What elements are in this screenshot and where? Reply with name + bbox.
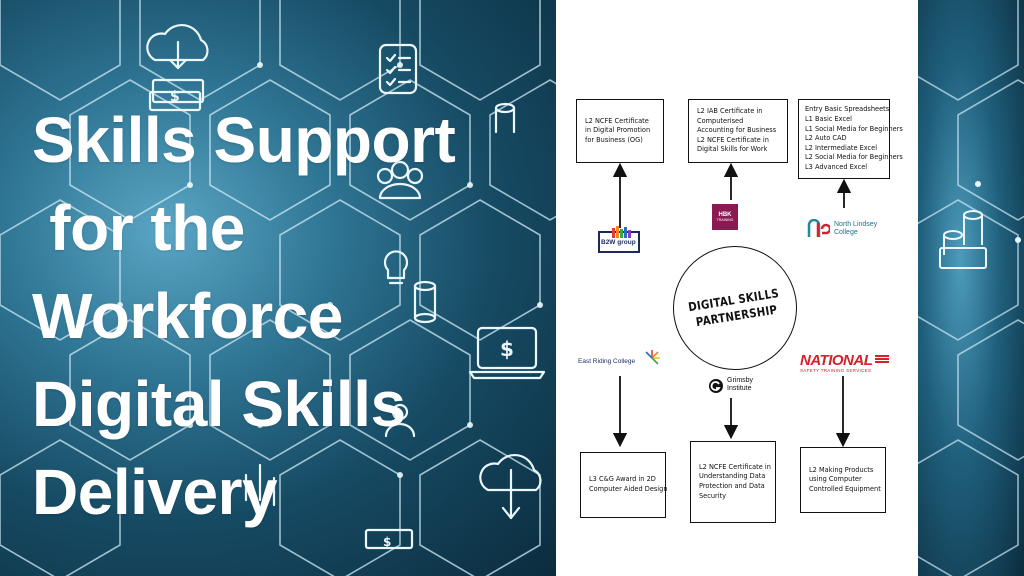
title-line: Digital Skills bbox=[32, 368, 406, 440]
svg-text:$: $ bbox=[170, 89, 180, 105]
side-background bbox=[918, 0, 1024, 576]
hbk-training-logo: HBK TRAINING bbox=[712, 204, 738, 230]
grimsby-institute-logo: Grimsby Institute bbox=[708, 376, 768, 396]
svg-text:$: $ bbox=[383, 535, 391, 549]
title-line: Delivery bbox=[32, 456, 278, 528]
page-title: Skills Support for the Workforce Digital… bbox=[32, 96, 532, 536]
lightbulb-icon bbox=[383, 250, 409, 285]
laptop-dollar-icon bbox=[468, 326, 546, 380]
cloud-download-icon bbox=[146, 24, 209, 70]
title-line: for the bbox=[32, 192, 245, 264]
users-icon bbox=[376, 160, 424, 200]
b2w-group-logo: B2W group bbox=[598, 226, 640, 254]
hero-background: $ $ $ bbox=[0, 0, 556, 576]
title-line: Skills Support bbox=[32, 104, 456, 176]
north-lindsey-college-logo: North Lindsey College bbox=[806, 218, 896, 240]
title-line: Workforce bbox=[32, 280, 343, 352]
national-safety-training-logo: NATIONAL SAFETY TRAINING SERVICES bbox=[800, 352, 890, 376]
cloud-upload-icon bbox=[479, 454, 542, 520]
east-riding-college-logo: East Riding College bbox=[578, 350, 660, 370]
checklist-icon bbox=[378, 43, 418, 95]
coins-icon bbox=[939, 210, 987, 269]
hexagon-network: $ $ $ bbox=[0, 0, 556, 576]
coins-icon bbox=[413, 102, 516, 324]
money-icon bbox=[148, 78, 205, 112]
diagram-arrows bbox=[612, 162, 852, 448]
svg-text:$: $ bbox=[500, 337, 514, 361]
